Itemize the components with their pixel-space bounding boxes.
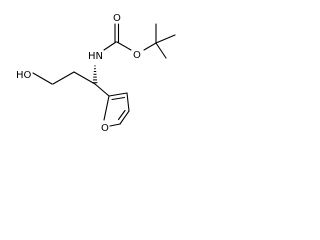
tbutyl-methyl-bottom: [155, 42, 167, 59]
hashed-wedge-bond-nh: [92, 65, 98, 84]
label-furan-oxygen: O: [101, 123, 109, 134]
label-carbonyl-oxygen: O: [113, 13, 121, 24]
label-ester-oxygen: O: [133, 50, 141, 61]
bond-nh-carbonyl: [103, 41, 117, 51]
bond-ch2-stereocenter: [73, 71, 96, 85]
furan-double-bond-c4-c5: [117, 109, 126, 121]
furan-bond-c5-o: [109, 123, 121, 127]
bond-ester-o-tbutyl: [143, 42, 157, 51]
bond-stereocenter-furan: [94, 83, 110, 97]
label-hydroxyl: HO: [16, 70, 32, 81]
bond-hydroxyl-ch2: [32, 72, 53, 85]
label-nh: HN: [88, 51, 103, 62]
chemical-structure: HN O O HO O: [16, 13, 176, 134]
furan-bond-c3-c4: [126, 92, 130, 112]
tbutyl-methyl-right: [155, 34, 176, 44]
furan-bond-o-c2: [103, 95, 110, 121]
furan-bond-c2-c3: [108, 92, 128, 97]
bond-carbonyl-ester-o: [116, 41, 132, 51]
furan-double-bond-c2-c3: [111, 96, 126, 101]
furan-bond-c4-c5: [119, 110, 130, 125]
bond-ch2-ch2: [52, 71, 75, 85]
